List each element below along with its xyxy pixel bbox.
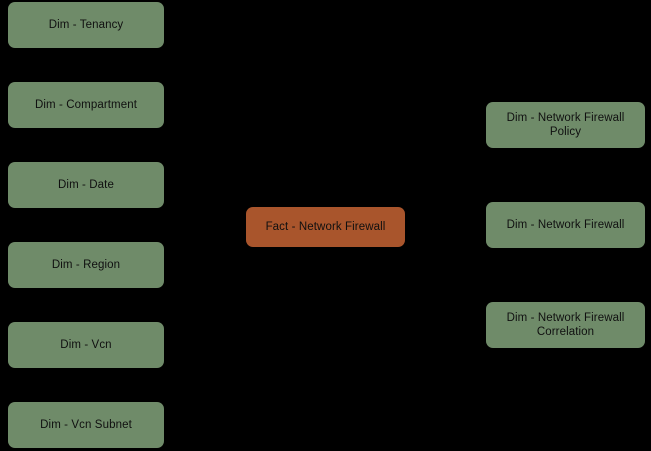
node-label: Dim - Region: [51, 259, 121, 271]
node-label: Dim - Vcn: [60, 339, 112, 351]
node-dim-tenancy[interactable]: Dim - Tenancy: [8, 2, 164, 48]
node-label: Fact - Network Firewall: [265, 221, 386, 233]
node-label: Dim - Compartment: [34, 99, 138, 111]
node-dim-network-firewall-correlation[interactable]: Dim - Network Firewall Correlation: [486, 302, 645, 348]
node-dim-date[interactable]: Dim - Date: [8, 162, 164, 208]
node-label: Dim - Network Firewall: [506, 219, 625, 231]
node-dim-network-firewall[interactable]: Dim - Network Firewall: [486, 202, 645, 248]
node-dim-vcn-subnet[interactable]: Dim - Vcn Subnet: [8, 402, 164, 448]
node-dim-region[interactable]: Dim - Region: [8, 242, 164, 288]
node-label: Dim - Tenancy: [48, 19, 124, 31]
node-label: Dim - Date: [58, 179, 114, 191]
node-dim-compartment[interactable]: Dim - Compartment: [8, 82, 164, 128]
node-label: Dim - Network Firewall Policy: [506, 112, 625, 138]
node-label: Dim - Vcn Subnet: [40, 419, 132, 431]
node-fact-network-firewall[interactable]: Fact - Network Firewall: [246, 207, 405, 247]
node-label: Dim - Network Firewall Correlation: [506, 312, 625, 338]
node-dim-vcn[interactable]: Dim - Vcn: [8, 322, 164, 368]
node-dim-network-firewall-policy[interactable]: Dim - Network Firewall Policy: [486, 102, 645, 148]
